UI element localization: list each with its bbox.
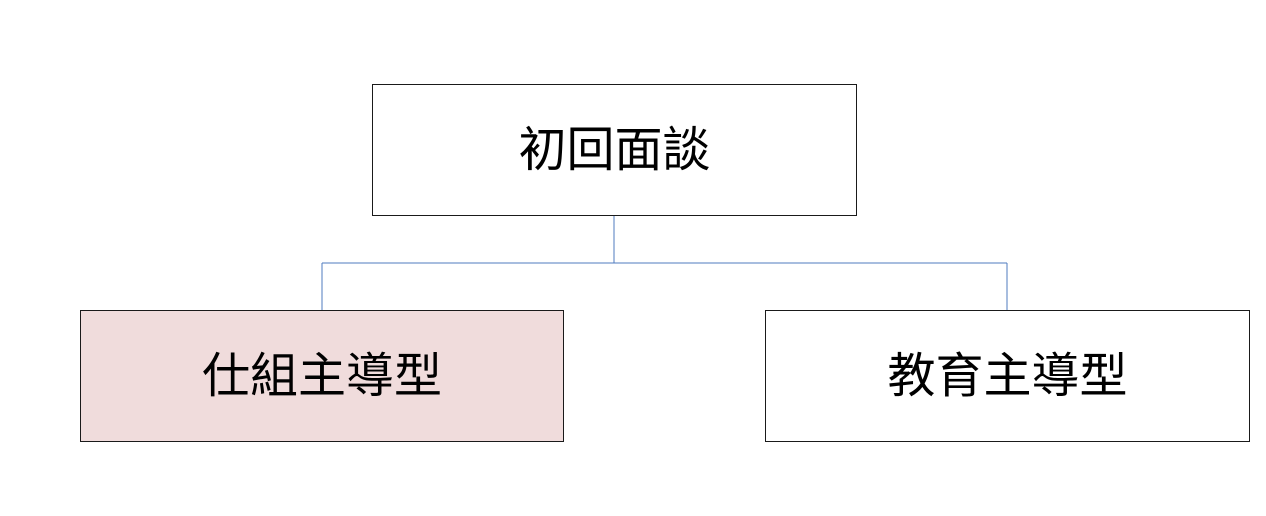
node-label-child-right: 教育主導型 [887, 348, 1128, 404]
diagram-node-child-left: 仕組主導型 [80, 310, 564, 442]
node-label-root: 初回面談 [518, 122, 711, 178]
diagram-node-child-right: 教育主導型 [765, 310, 1250, 442]
node-label-child-left: 仕組主導型 [201, 348, 442, 404]
diagram-node-root: 初回面談 [372, 84, 857, 216]
